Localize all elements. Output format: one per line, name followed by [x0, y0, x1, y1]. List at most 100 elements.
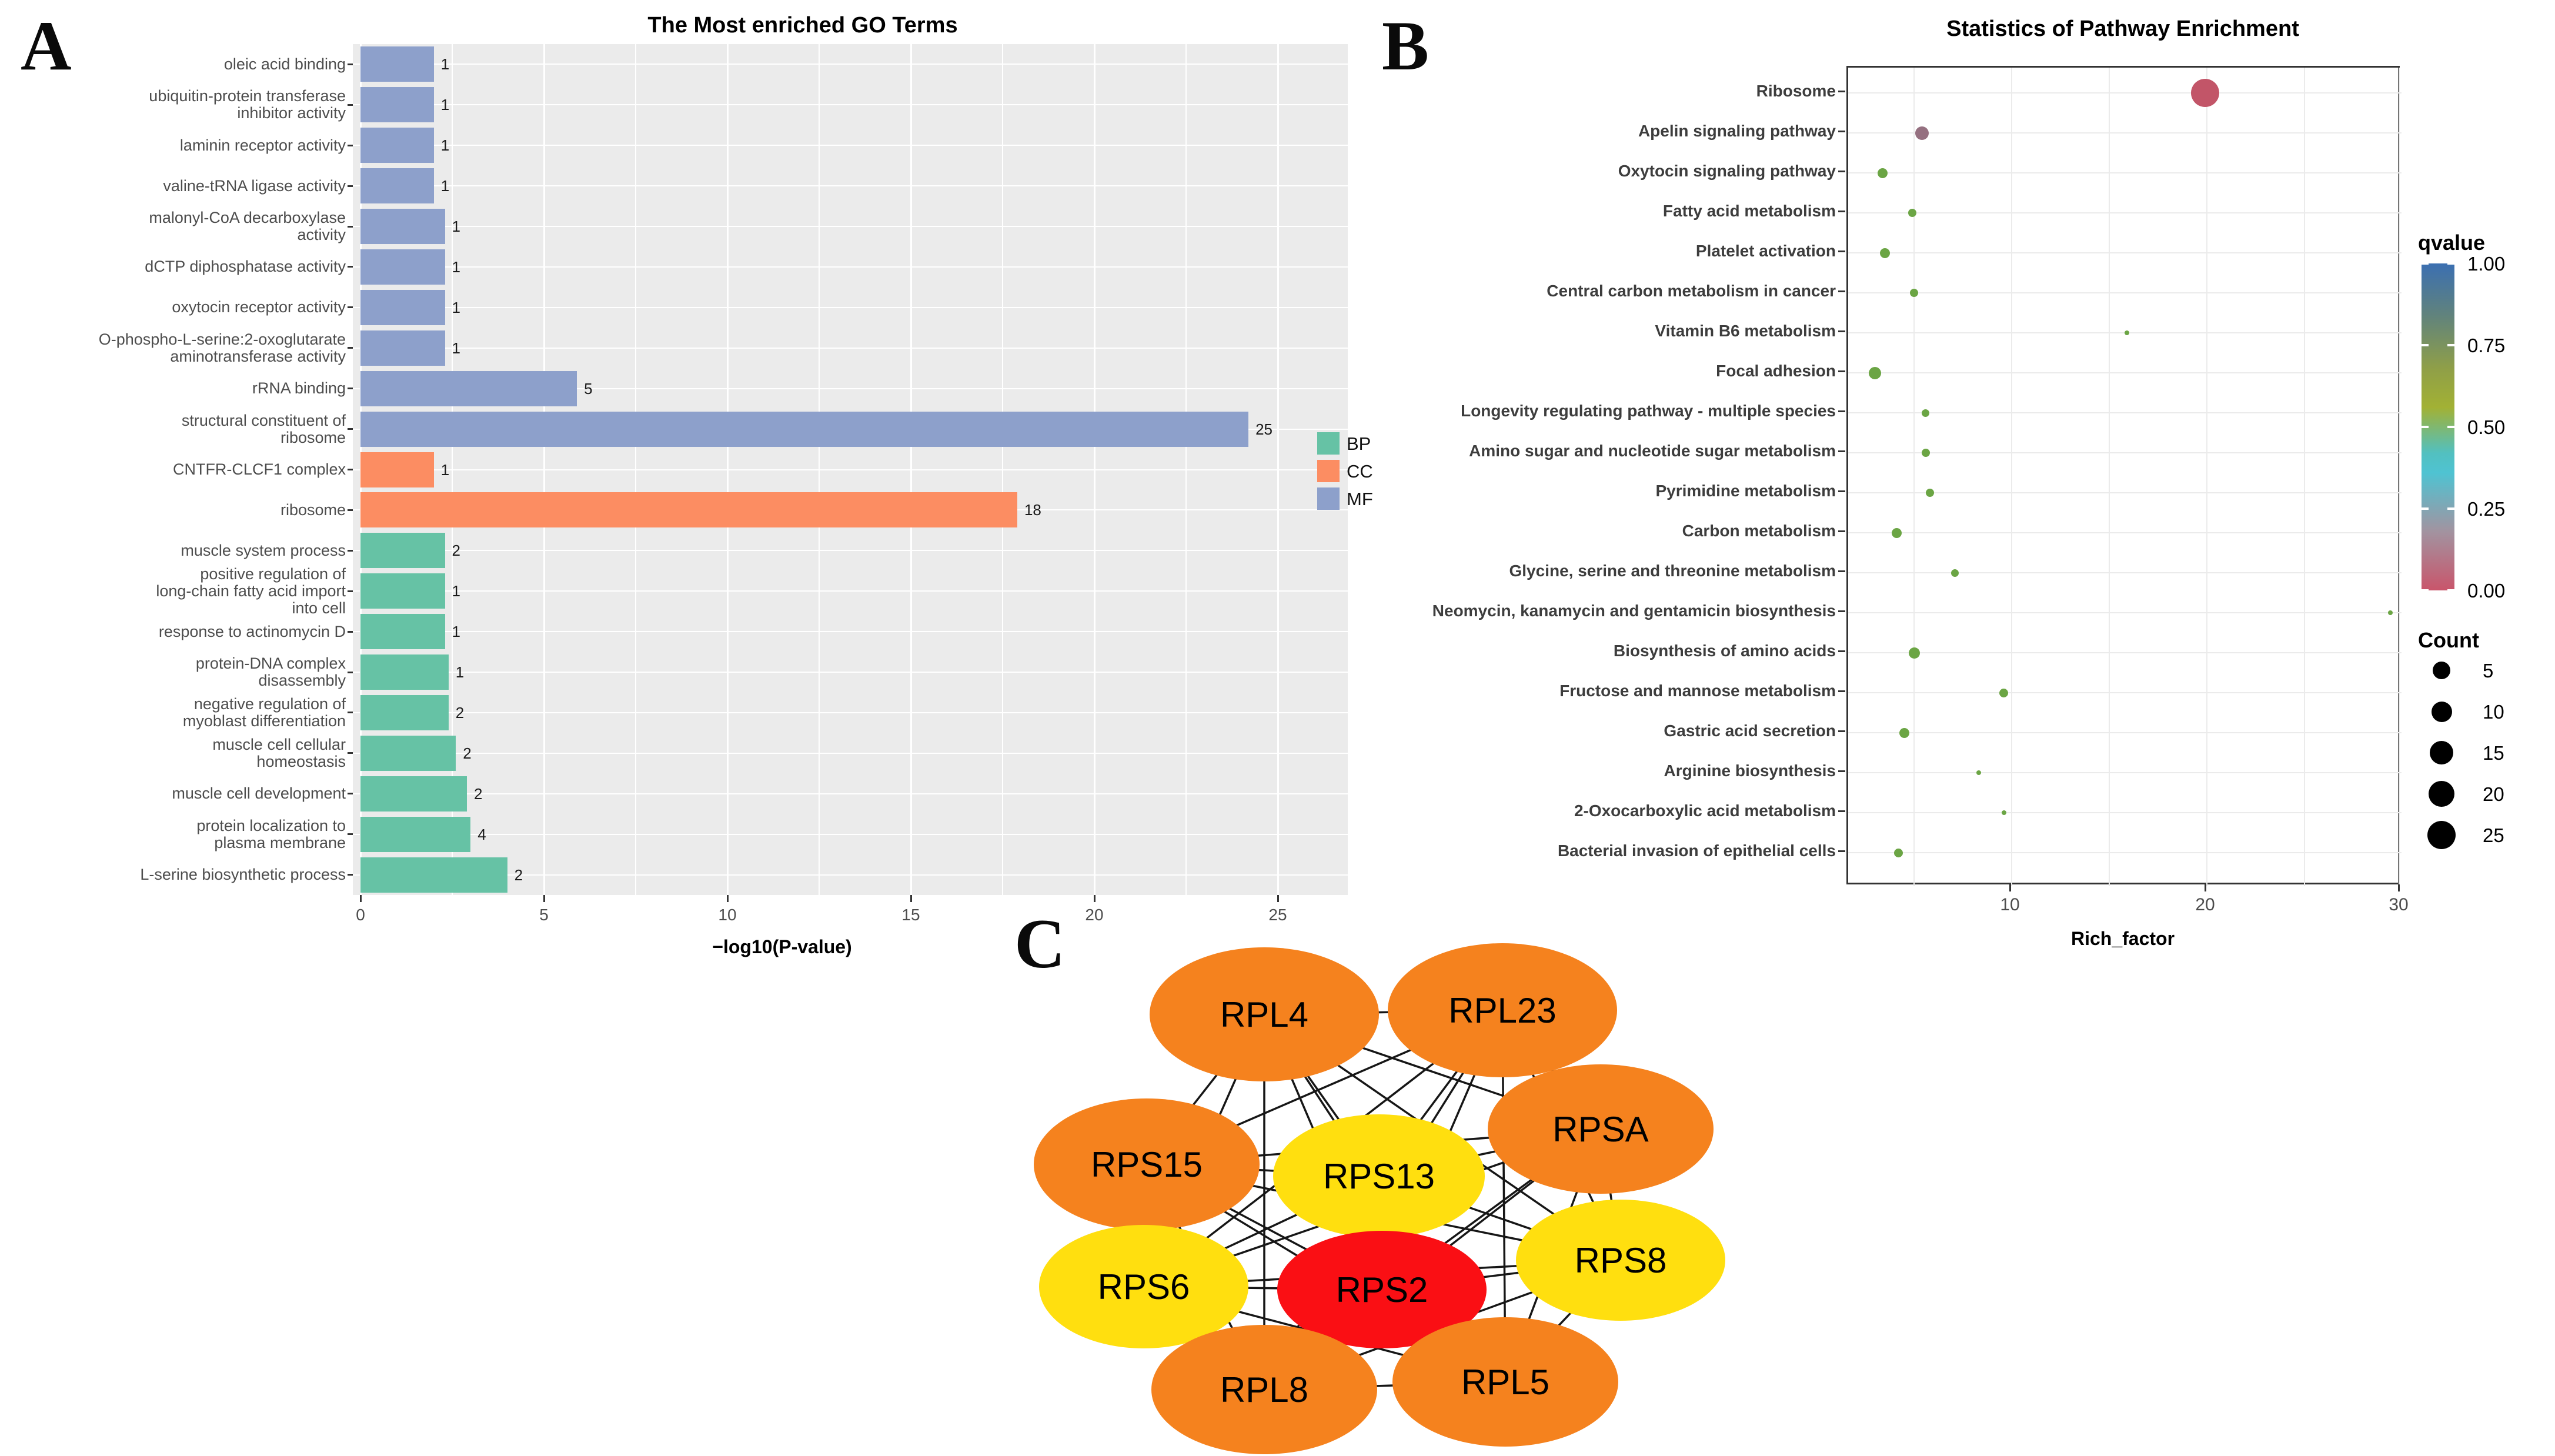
count-legend-label: 25 [2483, 824, 2504, 846]
y-tick-mark [1838, 250, 1845, 252]
gridline-horizontal [1848, 772, 2402, 773]
pathway-label: Glycine, serine and threonine metabolism [1509, 562, 1836, 580]
gene-node-label: RPL23 [1448, 991, 1556, 1030]
gene-node-label: RPSA [1552, 1110, 1648, 1149]
y-tick-mark [1838, 850, 1845, 852]
count-legend-dot [2429, 781, 2454, 807]
go-term-bar [360, 128, 434, 163]
gridline-horizontal [1848, 812, 2402, 813]
legend-swatch-mf [1317, 487, 1340, 510]
pathway-label: Apelin signaling pathway [1638, 122, 1836, 140]
panel-a-letter: A [21, 6, 72, 85]
y-tick-mark [348, 712, 353, 714]
bar-count-label: 2 [455, 703, 465, 722]
gene-node-label: RPS2 [1336, 1270, 1428, 1310]
y-tick-mark [1838, 290, 1845, 292]
pathway-dot [1925, 489, 1934, 497]
gridline-horizontal [1848, 372, 2402, 373]
go-term-bar [360, 857, 507, 893]
qvalue-tick-mark [2422, 426, 2429, 428]
bar-count-label: 2 [473, 784, 483, 803]
pathway-dot [1891, 527, 1902, 538]
qvalue-tick-label: 0.75 [2467, 335, 2506, 356]
go-term-label: oxytocin receptor activity [172, 298, 346, 316]
pathway-dot [1879, 248, 1890, 258]
gridline-horizontal [1848, 132, 2402, 133]
pathway-dot [1910, 289, 1918, 297]
legend-swatch-cc [1317, 460, 1340, 482]
pathway-label: Neomycin, kanamycin and gentamicin biosy… [1432, 602, 1836, 620]
bar-count-label: 1 [452, 339, 460, 357]
pathway-dot [1951, 569, 1959, 577]
go-term-bar [360, 654, 449, 690]
pathway-dot [2001, 810, 2006, 815]
pathway-label: Fructose and mannose metabolism [1559, 682, 1836, 700]
gene-node-label: RPS8 [1575, 1241, 1667, 1280]
gridline-horizontal [1848, 252, 2402, 253]
x-tick-label: 0 [356, 906, 365, 924]
pathway-label: Longevity regulating pathway - multiple … [1461, 402, 1836, 420]
go-term-bar [360, 573, 445, 609]
count-legend-dot [2427, 821, 2456, 849]
go-term-bar [360, 776, 467, 812]
x-tick-mark [1093, 895, 1096, 902]
count-legend-dot [2430, 741, 2453, 764]
pathway-dot [1908, 647, 1920, 659]
y-tick-mark [1838, 450, 1845, 452]
gene-node-rpl8: RPL8 [1151, 1325, 1377, 1454]
y-tick-mark [348, 469, 353, 470]
pathway-dot [1915, 126, 1929, 140]
bar-count-label: 1 [440, 136, 450, 155]
gene-node-rpl4: RPL4 [1150, 947, 1379, 1081]
pathway-label: Bacterial invasion of epithelial cells [1557, 841, 1836, 860]
gridline-horizontal [1848, 92, 2402, 93]
y-tick-mark [1838, 330, 1845, 332]
y-tick-mark [1838, 730, 1845, 732]
go-term-bar [360, 816, 471, 852]
gene-node-label: RPL4 [1220, 995, 1308, 1034]
go-term-label: oleic acid binding [223, 55, 346, 73]
panel-b-y-axis-ticks [0, 66, 1846, 884]
gridline-horizontal [1848, 172, 2402, 173]
bar-count-label: 1 [440, 460, 450, 479]
go-term-label: rRNA binding [252, 379, 346, 398]
qvalue-tick-label: 0.00 [2467, 580, 2506, 602]
pathway-label: Central carbon metabolism in cancer [1547, 282, 1836, 300]
go-term-label: ubiquitin-protein transferase inhibitor … [149, 87, 346, 122]
y-tick-mark [348, 671, 353, 673]
count-legend-label: 5 [2483, 660, 2494, 682]
gridline-horizontal [1848, 852, 2402, 853]
panel-b-plot-area [1846, 66, 2402, 886]
qvalue-tick-label: 0.25 [2467, 498, 2506, 520]
y-tick-mark [348, 225, 353, 228]
pathway-label: Amino sugar and nucleotide sugar metabol… [1469, 442, 1836, 460]
legend-item-label: BP [1347, 433, 1371, 454]
gene-node-ellipse [1150, 947, 1379, 1081]
pathway-dot [1893, 848, 1903, 857]
gene-node-ellipse [1273, 1114, 1485, 1238]
y-tick-mark [348, 388, 353, 390]
pathway-label: Platelet activation [1695, 242, 1836, 260]
y-tick-mark [348, 752, 353, 754]
gene-node-label: RPS13 [1323, 1157, 1435, 1196]
gene-node-rpl5: RPL5 [1392, 1317, 1618, 1447]
y-tick-mark [1838, 650, 1845, 652]
y-tick-mark [348, 347, 353, 349]
go-term-label: response to actinomycin D [158, 622, 346, 640]
x-tick-mark [2009, 884, 2011, 891]
panel-b-x-axis-title: Rich_factor [2070, 928, 2175, 949]
gene-node-ellipse [1151, 1325, 1377, 1454]
gridline-horizontal [353, 347, 1348, 349]
y-tick-mark [348, 185, 353, 187]
go-term-label: protein localization to plasma membrane [196, 816, 346, 851]
gridline-horizontal [353, 874, 1348, 876]
x-tick-mark [2204, 884, 2206, 891]
gridline-horizontal [1848, 532, 2402, 533]
bar-count-label: 1 [452, 623, 460, 641]
y-tick-mark [1838, 410, 1845, 412]
bar-count-label: 1 [440, 177, 450, 195]
qvalue-legend-title: qvalue [2418, 231, 2486, 255]
go-term-bar [360, 533, 445, 569]
